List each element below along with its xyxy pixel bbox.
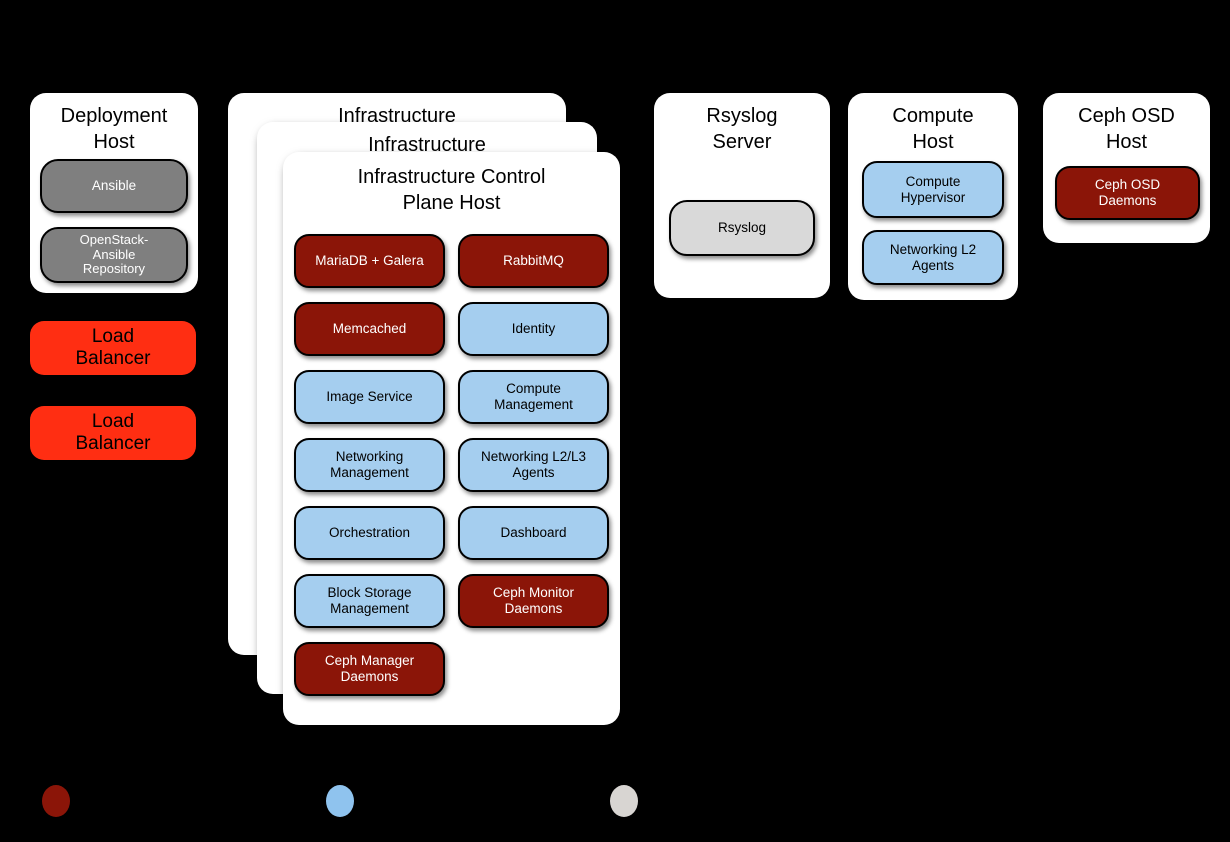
service-ceph-manager-daemons-box: Ceph Manager Daemons xyxy=(294,642,445,696)
load-balancer-2-label: Load Balancer xyxy=(75,411,151,454)
service-image-service-label: Image Service xyxy=(326,389,413,404)
service-ceph-monitor-daemons-label: Ceph Monitor Daemons xyxy=(492,585,575,616)
infrastructure-services-grid: MariaDB + Galera RabbitMQ Memcached Iden… xyxy=(294,234,609,696)
rsyslog-server-title: Rsyslog Server xyxy=(706,105,778,153)
ceph-osd-daemons-box: Ceph OSD Daemons xyxy=(1055,166,1200,220)
legend-dot-gray xyxy=(610,785,638,817)
service-networking-l2l3-agents-box: Networking L2/L3 Agents xyxy=(458,438,609,492)
service-memcached-label: Memcached xyxy=(332,321,407,336)
service-block-storage-management-label: Block Storage Management xyxy=(327,585,412,616)
service-mariadb-galera-label: MariaDB + Galera xyxy=(315,253,424,268)
service-compute-management-box: Compute Management xyxy=(458,370,609,424)
compute-host-card: Compute Host Compute Hypervisor Networki… xyxy=(848,93,1018,300)
openstack-ansible-repository-box: OpenStack-Ansible Repository xyxy=(40,227,188,283)
service-dashboard-label: Dashboard xyxy=(500,525,567,540)
rsyslog-label: Rsyslog xyxy=(717,220,766,235)
legend-dot-red xyxy=(42,785,70,817)
service-orchestration-box: Orchestration xyxy=(294,506,445,560)
load-balancer-2: Load Balancer xyxy=(30,406,196,460)
networking-l2-agents-label: Networking L2 Agents xyxy=(889,241,977,273)
deployment-host-card: Deployment Host Ansible OpenStack-Ansibl… xyxy=(30,93,198,293)
service-block-storage-management-box: Block Storage Management xyxy=(294,574,445,628)
service-ceph-monitor-daemons-box: Ceph Monitor Daemons xyxy=(458,574,609,628)
openstack-ansible-repository-label: OpenStack-Ansible Repository xyxy=(79,232,149,277)
deployment-host-title: Deployment Host xyxy=(60,105,168,153)
rsyslog-server-card: Rsyslog Server Rsyslog xyxy=(654,93,830,298)
service-rabbitmq-label: RabbitMQ xyxy=(503,253,564,268)
ceph-osd-host-card: Ceph OSD Host Ceph OSD Daemons xyxy=(1043,93,1210,243)
infrastructure-card-front: Infrastructure Control Plane Host MariaD… xyxy=(283,152,620,725)
ceph-osd-daemons-label: Ceph OSD Daemons xyxy=(1094,177,1161,208)
load-balancer-1: Load Balancer xyxy=(30,321,196,375)
service-networking-management-label: Networking Management xyxy=(330,449,409,480)
ansible-box: Ansible xyxy=(40,159,188,213)
networking-l2-agents-box: Networking L2 Agents xyxy=(862,230,1004,285)
legend-dot-blue xyxy=(326,785,354,817)
infrastructure-card-front-title: Infrastructure Control Plane Host xyxy=(357,166,546,214)
service-image-service-box: Image Service xyxy=(294,370,445,424)
service-networking-l2l3-agents-label: Networking L2/L3 Agents xyxy=(480,449,587,480)
ansible-label: Ansible xyxy=(91,178,137,193)
service-mariadb-galera-box: MariaDB + Galera xyxy=(294,234,445,288)
service-ceph-manager-daemons-label: Ceph Manager Daemons xyxy=(324,653,415,684)
rsyslog-box: Rsyslog xyxy=(669,200,815,256)
compute-hypervisor-box: Compute Hypervisor xyxy=(862,161,1004,218)
service-compute-management-label: Compute Management xyxy=(494,381,573,412)
service-identity-box: Identity xyxy=(458,302,609,356)
service-rabbitmq-box: RabbitMQ xyxy=(458,234,609,288)
compute-hypervisor-label: Compute Hypervisor xyxy=(900,173,966,205)
infrastructure-card-middle-title: Infrastructure xyxy=(368,134,486,156)
service-memcached-box: Memcached xyxy=(294,302,445,356)
service-dashboard-box: Dashboard xyxy=(458,506,609,560)
ceph-osd-host-title: Ceph OSD Host xyxy=(1078,105,1175,153)
compute-host-title: Compute Host xyxy=(892,105,974,153)
load-balancer-1-label: Load Balancer xyxy=(75,326,151,369)
service-orchestration-label: Orchestration xyxy=(328,525,411,540)
infrastructure-card-back-title: Infrastructure xyxy=(338,105,456,127)
service-identity-label: Identity xyxy=(511,321,556,336)
service-networking-management-box: Networking Management xyxy=(294,438,445,492)
